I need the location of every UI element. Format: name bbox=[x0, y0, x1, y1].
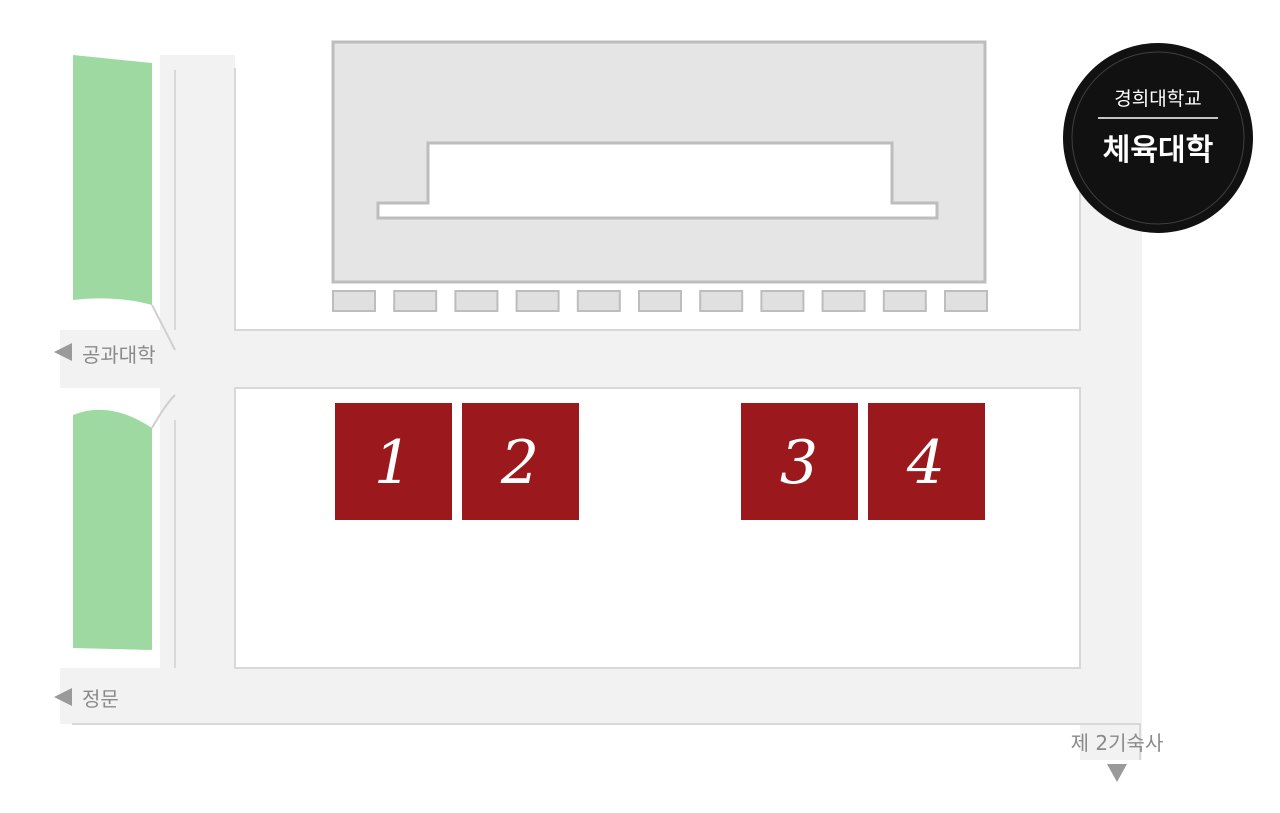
parking-stall bbox=[944, 290, 988, 312]
parking-stall bbox=[454, 290, 499, 312]
triangle-left-icon bbox=[54, 688, 72, 706]
building-courtyard bbox=[376, 141, 939, 220]
zone-4-label: 4 bbox=[906, 428, 945, 498]
zone-2-box[interactable] bbox=[462, 403, 579, 520]
parking-stall bbox=[393, 290, 438, 312]
parking-stall bbox=[515, 290, 560, 312]
badge-ring bbox=[1071, 51, 1245, 225]
road-edge-lines bbox=[72, 68, 1141, 760]
green-area-top bbox=[73, 55, 152, 305]
parking-stall bbox=[699, 290, 744, 312]
parking-zones: 1 2 3 4 bbox=[335, 403, 985, 520]
parking-stalls bbox=[332, 290, 988, 312]
left-vertical-road bbox=[160, 55, 235, 725]
right-vertical-road bbox=[1080, 180, 1142, 760]
zone-1-label: 1 bbox=[374, 428, 412, 498]
college-badge: 경희대학교 체육대학 bbox=[1063, 43, 1253, 233]
direction-engineering[interactable]: 공과대학 bbox=[54, 343, 156, 367]
engineering-label: 공과대학 bbox=[82, 343, 156, 367]
zone-3-label: 3 bbox=[780, 428, 818, 498]
parking-stall bbox=[760, 290, 805, 312]
zone-3-box[interactable] bbox=[741, 403, 858, 520]
badge-circle bbox=[1063, 43, 1253, 233]
lower-horizontal-road bbox=[60, 668, 1140, 724]
zone-2-label: 2 bbox=[500, 428, 539, 498]
upper-horizontal-road bbox=[60, 330, 1140, 388]
green-area-bottom bbox=[73, 409, 152, 650]
dormitory-label: 제 2기숙사 bbox=[1071, 731, 1164, 755]
green-areas bbox=[73, 55, 176, 650]
parking-stall bbox=[638, 290, 682, 312]
badge-university-name: 경희대학교 bbox=[1114, 88, 1201, 110]
parking-stall bbox=[576, 290, 621, 312]
parking-stall bbox=[882, 290, 927, 312]
main-gate-label: 정문 bbox=[82, 687, 119, 711]
main-building bbox=[331, 40, 987, 284]
badge-college-name: 체육대학 bbox=[1103, 133, 1214, 168]
junction-curve-top bbox=[151, 304, 176, 351]
triangle-down-icon bbox=[1107, 764, 1127, 782]
parking-stall bbox=[332, 290, 376, 312]
road-network bbox=[60, 55, 1142, 760]
parking-stall bbox=[821, 290, 866, 312]
direction-main-gate[interactable]: 정문 bbox=[54, 687, 119, 711]
junction-curve-bottom bbox=[151, 394, 176, 429]
zone-1-box[interactable] bbox=[335, 403, 452, 520]
triangle-left-icon bbox=[54, 343, 72, 361]
zone-4-box[interactable] bbox=[868, 403, 985, 520]
direction-dormitory[interactable]: 제 2기숙사 bbox=[1071, 731, 1164, 782]
